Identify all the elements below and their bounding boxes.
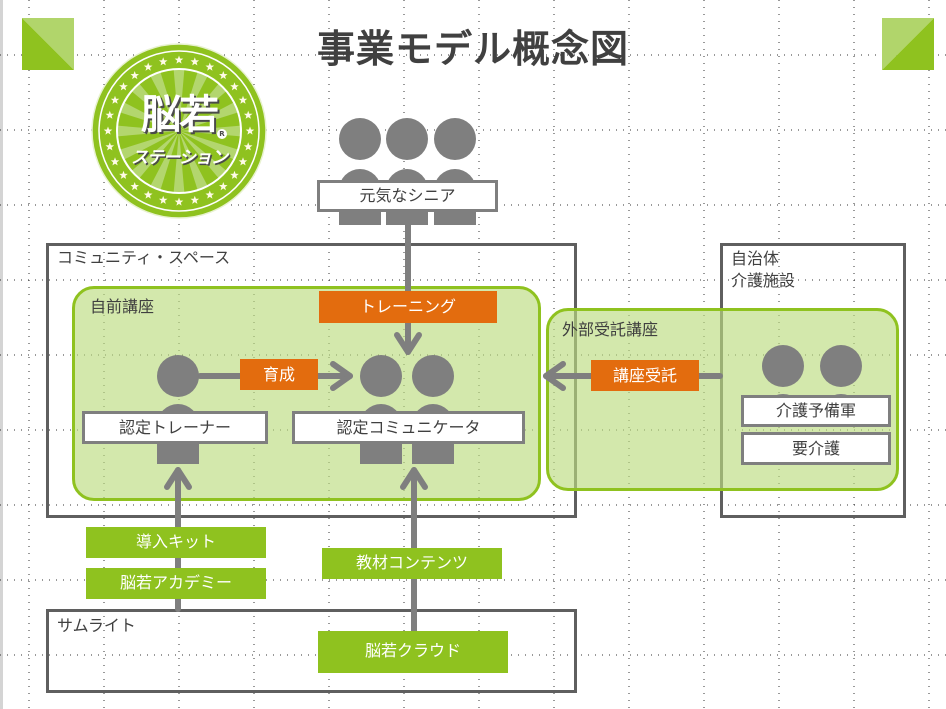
- logo-star: [105, 142, 115, 151]
- logo-star: [243, 142, 253, 151]
- logo-star: [230, 82, 239, 91]
- logo-star: [219, 182, 228, 191]
- logo-star: [143, 62, 153, 71]
- logo-star: [243, 110, 253, 119]
- logo: 脳若 R ステーション: [91, 43, 267, 219]
- logo-star: [205, 190, 215, 199]
- logo-ray: [179, 102, 239, 131]
- seniors-label: 元気なシニア: [317, 180, 498, 212]
- arrow-commission-head: [543, 361, 566, 391]
- logo-star: [238, 157, 248, 166]
- communicator-people-icon: [360, 355, 454, 464]
- content-tag: 教材コンテンツ: [322, 548, 502, 579]
- external-course-label: 外部受託講座: [562, 320, 659, 339]
- logo-star: [238, 95, 248, 104]
- logo-sub-text: ステーション: [131, 148, 228, 168]
- logo-star: [205, 62, 215, 71]
- logo-star: [230, 170, 239, 179]
- logo-star: [174, 55, 184, 64]
- logo-ray: [150, 71, 179, 131]
- logo-ray: [131, 131, 179, 179]
- corner-decoration-right: [882, 18, 934, 70]
- arrow-nurture-head: [330, 361, 353, 391]
- cloud-tag: 脳若クラウド: [318, 631, 508, 673]
- logo-star: [219, 71, 228, 80]
- training-tag: トレーニング: [319, 291, 497, 323]
- arrow-training-head: [394, 332, 422, 355]
- registered-mark: R: [217, 129, 227, 139]
- arrow-kit-head: [164, 467, 192, 490]
- logo-star: [119, 82, 128, 91]
- logo-star: [110, 95, 120, 104]
- municipality-group-label-1: 介護予備軍: [741, 395, 891, 427]
- logo-star: [158, 195, 168, 204]
- commission-tag: 講座受託: [591, 360, 699, 391]
- page-title: 事業モデル概念図: [316, 27, 629, 71]
- trainer-person-icon: [157, 355, 199, 464]
- logo-ray: [179, 71, 208, 131]
- logo-ray: [179, 131, 227, 179]
- logo-ray: [150, 131, 179, 191]
- self-course-label: 自前講座: [90, 297, 155, 316]
- academy-tag: 脳若アカデミー: [86, 568, 266, 599]
- logo-star: [143, 190, 153, 199]
- municipality-group-label-2: 要介護: [741, 432, 891, 465]
- logo-star: [119, 170, 128, 179]
- logo-ray: [117, 125, 179, 137]
- municipality-label-line2: 介護施設: [731, 271, 796, 290]
- samlight-label: サムライト: [57, 616, 136, 635]
- intro-kit-tag: 導入キット: [86, 527, 266, 558]
- logo-star: [105, 110, 115, 119]
- logo-star: [174, 197, 184, 206]
- logo-star: [110, 157, 120, 166]
- logo-ray: [179, 131, 239, 160]
- logo-star: [190, 195, 200, 204]
- logo-ray: [179, 83, 227, 131]
- logo-star: [245, 126, 255, 135]
- logo-star: [130, 71, 139, 80]
- logo-ray: [173, 131, 185, 193]
- logo-ray: [179, 131, 208, 191]
- arrow-content-head: [400, 467, 428, 490]
- municipality-label-line1: 自治体: [731, 249, 780, 268]
- corner-decoration-left: [22, 18, 74, 70]
- community-space-label: コミュニティ・スペース: [57, 248, 231, 267]
- logo-star: [158, 57, 168, 66]
- logo-badge-icon: [91, 43, 267, 219]
- samlight-box: [46, 609, 577, 693]
- logo-ray: [119, 131, 179, 160]
- communicator-label: 認定コミュニケータ: [292, 411, 525, 444]
- nurture-tag: 育成: [240, 359, 318, 390]
- logo-star: [190, 57, 200, 66]
- logo-star: [103, 126, 113, 135]
- logo-star: [130, 182, 139, 191]
- trainer-label: 認定トレーナー: [82, 411, 268, 444]
- logo-main-text: 脳若: [141, 92, 219, 138]
- logo-ray: [131, 83, 179, 131]
- logo-ray: [119, 102, 179, 131]
- logo-ray: [173, 69, 185, 131]
